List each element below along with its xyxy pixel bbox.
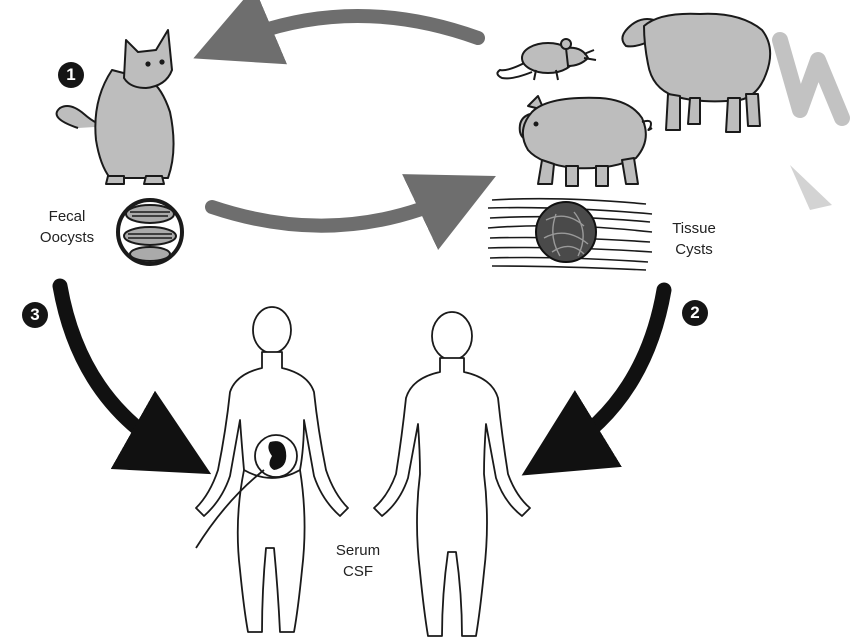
return-arrow — [232, 16, 478, 42]
serum-label: Serum — [318, 540, 398, 561]
man-figure — [374, 312, 530, 636]
oocyst-icon — [118, 200, 182, 264]
mouse-icon — [497, 39, 596, 80]
forward-arrow — [212, 194, 458, 226]
step-2-badge: 2 — [682, 300, 708, 326]
pig-icon — [520, 96, 652, 186]
step-3-badge: 3 — [22, 302, 48, 328]
csf-label: CSF — [318, 561, 398, 582]
sheep-icon — [622, 14, 770, 132]
oocyst-to-human-arrow — [60, 286, 172, 452]
fecal-label-line2: Oocysts — [22, 227, 112, 248]
tissue-to-human-arrow — [560, 290, 664, 452]
fecal-label-line1: Fecal — [22, 206, 112, 227]
watermark — [780, 40, 842, 210]
serum-csf-label: Serum CSF — [318, 540, 398, 582]
cat-icon — [57, 30, 174, 184]
fecal-oocysts-label: Fecal Oocysts — [22, 206, 112, 248]
step-1-badge: 1 — [58, 62, 84, 88]
tissue-cyst-icon — [488, 199, 652, 270]
tissue-label-line2: Cysts — [654, 239, 734, 260]
tissue-label-line1: Tissue — [654, 218, 734, 239]
tissue-cysts-label: Tissue Cysts — [654, 218, 734, 260]
